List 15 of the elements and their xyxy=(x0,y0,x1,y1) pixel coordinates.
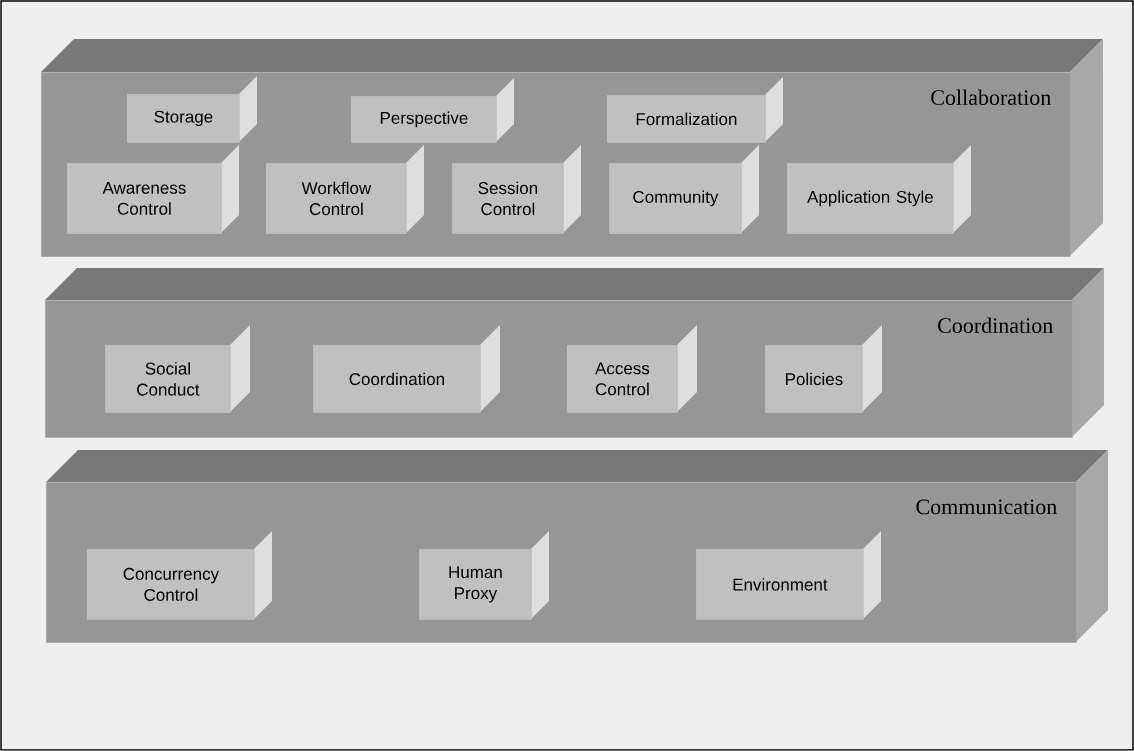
component-box: Workflow Control xyxy=(266,145,424,234)
component-box: Concurrency Control xyxy=(87,531,272,620)
component-box: Formalization xyxy=(607,77,783,143)
component-box: Human Proxy xyxy=(419,531,549,620)
component-box: Social Conduct xyxy=(105,325,250,413)
component-box: Access Control xyxy=(567,325,697,413)
component-box: Perspective xyxy=(351,78,514,143)
component-box: Session Control xyxy=(452,145,581,234)
component-box: Coordination xyxy=(313,325,500,413)
component-box: Policies xyxy=(765,325,882,413)
component-box: Storage xyxy=(127,76,257,143)
component-box: Environment xyxy=(696,531,881,620)
component-box: Awareness Control xyxy=(67,145,239,234)
component-box: Application Style xyxy=(787,145,971,234)
component-box: Community xyxy=(609,145,759,234)
